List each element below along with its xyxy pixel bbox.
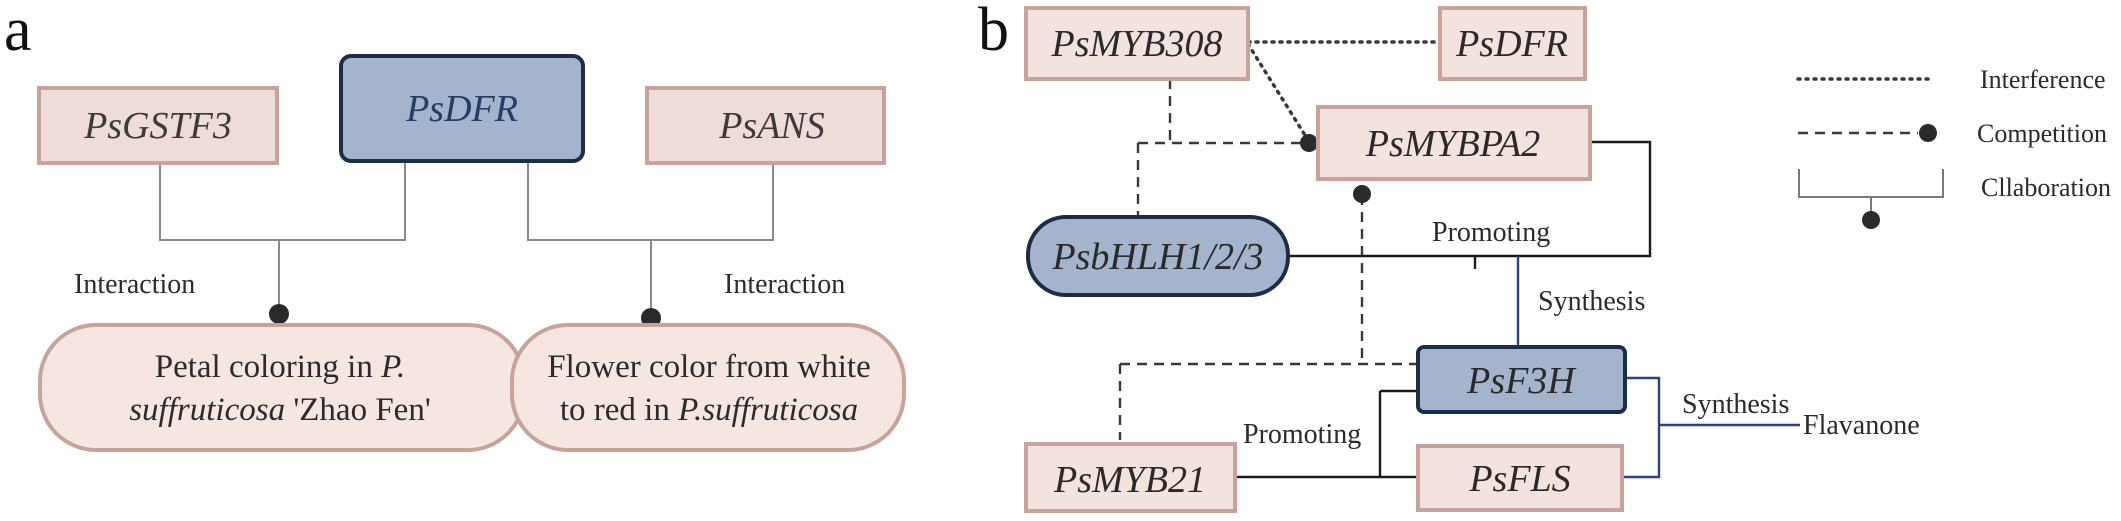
gene-box-psdfr-b: PsDFR (1438, 6, 1587, 81)
panel-b-connectors (1118, 40, 1800, 479)
legend-collaboration-bracket (1798, 169, 1944, 198)
panel-a-letter: a (4, 0, 32, 64)
gene-box-psgstf3: PsGSTF3 (37, 86, 279, 165)
gene-label-psgstf3: PsGSTF3 (83, 105, 232, 147)
flavanone-label: Flavanone (1803, 410, 1920, 441)
gene-label-psdfr-b: PsDFR (1455, 23, 1568, 65)
gene-label-psans: PsANS (718, 105, 825, 147)
gene-label-psmybpa2: PsMYBPA2 (1365, 123, 1541, 165)
gene-box-psmyb21: PsMYB21 (1024, 442, 1237, 513)
gene-label-psdfr-a: PsDFR (405, 88, 518, 130)
promoting-label-bottom: Promoting (1243, 419, 1361, 450)
competition-node-f3h (1353, 185, 1371, 203)
gene-label-psfls: PsFLS (1468, 458, 1570, 500)
gene-label-psf3h: PsF3H (1466, 360, 1577, 402)
legend-interference-label: Interference (1980, 65, 2106, 94)
collaboration-node-left (269, 304, 289, 324)
synthesis-label-right: Synthesis (1682, 389, 1789, 420)
legend-competition-label: Competition (1977, 119, 2107, 148)
legend-collaboration-label: Cllaboration (1981, 173, 2111, 202)
outcome-right-line2: to red in P.suffruticosa (560, 392, 858, 428)
outcome-pill-left: Petal coloring in P. suffruticosa 'Zhao … (38, 323, 526, 452)
legend-competition-knob (1919, 124, 1937, 142)
gene-label-psmyb21: PsMYB21 (1053, 459, 1206, 501)
competition-node-mybpa2 (1300, 134, 1318, 152)
outcome-left-line1: Petal coloring in P. (155, 349, 406, 385)
gene-label-psmyb308: PsMYB308 (1051, 23, 1223, 65)
legend-collaboration-knob (1862, 211, 1880, 229)
outcome-pill-right: Flower color from white to red in P.suff… (510, 323, 906, 452)
gene-label-psbhlh: PsbHLH1/2/3 (1051, 236, 1263, 278)
panel-a-connectors (159, 163, 774, 316)
gene-box-psmybpa2: PsMYBPA2 (1316, 105, 1592, 181)
gene-box-psbhlh: PsbHLH1/2/3 (1026, 215, 1290, 297)
interaction-label-right: Interaction (724, 269, 845, 300)
gene-box-psf3h: PsF3H (1416, 345, 1627, 414)
outcome-right-line1: Flower color from white (547, 349, 871, 385)
promoting-label-top: Promoting (1432, 217, 1550, 248)
gene-box-psans: PsANS (645, 86, 886, 165)
gene-box-psdfr-a: PsDFR (339, 54, 585, 163)
outcome-left-line2: suffruticosa 'Zhao Fen' (129, 392, 431, 428)
panel-b-letter: b (978, 0, 1009, 64)
interaction-label-left: Interaction (74, 269, 195, 300)
legend: Interference Competition Cllaboration (1796, 65, 2111, 229)
synthesis-label-mid: Synthesis (1538, 286, 1645, 317)
gene-box-psmyb308: PsMYB308 (1024, 6, 1250, 81)
gene-box-psfls: PsFLS (1416, 444, 1624, 512)
